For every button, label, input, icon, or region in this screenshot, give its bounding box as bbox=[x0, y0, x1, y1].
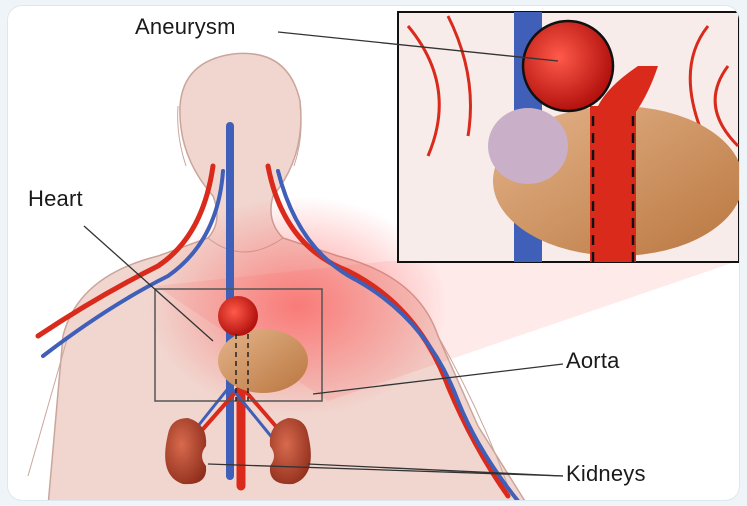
label-heart: Heart bbox=[28, 186, 83, 212]
label-aneurysm: Aneurysm bbox=[135, 14, 236, 40]
kidney-right bbox=[270, 418, 311, 484]
aneurysm-small bbox=[218, 296, 258, 336]
circulatory-illustration bbox=[8, 6, 739, 500]
label-kidneys: Kidneys bbox=[566, 461, 646, 487]
heart-small bbox=[218, 329, 308, 393]
illustration-frame: Aneurysm Heart Aorta Kidneys bbox=[8, 6, 739, 500]
label-aorta: Aorta bbox=[566, 348, 620, 374]
kidney-left bbox=[165, 418, 206, 484]
